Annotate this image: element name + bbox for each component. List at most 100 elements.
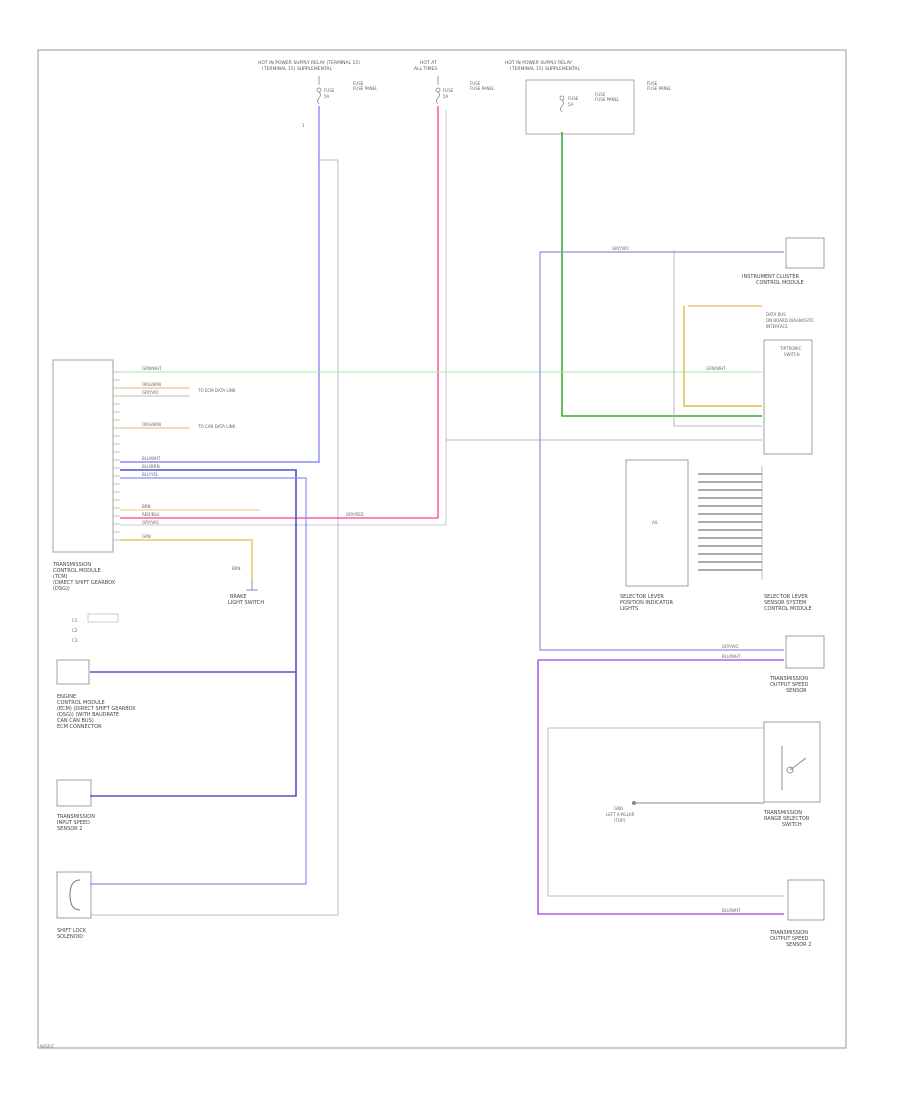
svg-text:INTERFACE: INTERFACE bbox=[766, 324, 788, 329]
svg-text:CONTROL MODULE: CONTROL MODULE bbox=[53, 568, 101, 574]
svg-text:BLU/YEL: BLU/YEL bbox=[142, 472, 159, 477]
svg-text:FUSE: FUSE bbox=[470, 81, 481, 86]
wire-yellow-2 bbox=[683, 306, 762, 407]
svg-text:FUSE PANEL: FUSE PANEL bbox=[353, 86, 378, 91]
svg-text:CONTROL MODULE: CONTROL MODULE bbox=[764, 606, 812, 612]
fuse-middle: HOT AT ALL TIMES FUSE 5A FUSE FUSE PANEL bbox=[414, 60, 495, 105]
svg-text:TRANSMISSION: TRANSMISSION bbox=[769, 930, 808, 936]
ground-left-a-pillar: GND LEFT A-PILLAR (TOP) bbox=[606, 801, 636, 823]
svg-text:CONTROL MODULE: CONTROL MODULE bbox=[57, 700, 105, 706]
svg-text:GRY/VIO: GRY/VIO bbox=[142, 520, 158, 525]
svg-text:FUSE PANEL: FUSE PANEL bbox=[647, 86, 672, 91]
svg-text:HOT IN POWER SUPPLY RELAY: HOT IN POWER SUPPLY RELAY bbox=[505, 60, 572, 66]
range-selector-label: TRANSMISSION RANGE SELECTOR SWITCH bbox=[763, 810, 810, 828]
svg-text:POSITION INDICATOR: POSITION INDICATOR bbox=[620, 600, 673, 606]
svg-text:(ECM) (DIRECT SHIFT GEARBOX: (ECM) (DIRECT SHIFT GEARBOX bbox=[57, 706, 136, 712]
svg-text:TRANSMISSION: TRANSMISSION bbox=[769, 676, 808, 682]
svg-text:BLU/WHT: BLU/WHT bbox=[722, 654, 741, 659]
svg-text:GND: GND bbox=[614, 806, 623, 811]
svg-text:5A: 5A bbox=[443, 94, 449, 99]
svg-text:GRY/VIO: GRY/VIO bbox=[612, 246, 628, 251]
svg-text:FUSE: FUSE bbox=[353, 81, 364, 86]
svg-text:(DSG)) (WITH BAUDRATE: (DSG)) (WITH BAUDRATE bbox=[57, 712, 119, 718]
svg-text:LEFT A-PILLAR: LEFT A-PILLAR bbox=[606, 812, 635, 817]
svg-text:TIPTRONIC: TIPTRONIC bbox=[779, 346, 802, 351]
brake-switch-label: DATA BUS ON BOARD DIAGNOSTIC INTERFACE bbox=[766, 312, 814, 329]
svg-text:INPUT SPEED: INPUT SPEED bbox=[57, 820, 90, 826]
wire-blue-4 bbox=[90, 477, 307, 885]
svg-text:A/L: A/L bbox=[652, 520, 659, 525]
svg-text:(TERMINAL 15) SUPPLEMENTAL: (TERMINAL 15) SUPPLEMENTAL bbox=[262, 66, 332, 72]
wire-purple-2 bbox=[90, 469, 297, 797]
selector-harness bbox=[698, 473, 762, 571]
svg-text:BRN: BRN bbox=[232, 566, 241, 571]
ecm-box bbox=[56, 659, 90, 685]
output-speed-sensor-box bbox=[785, 635, 825, 669]
svg-text:LIGHT SWITCH: LIGHT SWITCH bbox=[228, 600, 264, 606]
svg-text:SWITCH: SWITCH bbox=[784, 352, 800, 357]
shift-lock-solenoid-label: SHIFT LOCK SOLENOID bbox=[57, 928, 87, 940]
wire-gray-range bbox=[547, 727, 784, 897]
selector-lever-indicator-box bbox=[625, 459, 689, 587]
wire-gray-5 bbox=[673, 250, 762, 427]
tcm-label: TRANSMISSION CONTROL MODULE (TCM) (DIREC… bbox=[52, 562, 116, 592]
svg-text:CAN CAN BUS): CAN CAN BUS) bbox=[57, 718, 94, 724]
output-speed-sensor-2-box bbox=[787, 879, 825, 921]
svg-text:TO ECM DATA LINK: TO ECM DATA LINK bbox=[197, 388, 236, 393]
page-id: W/SF/C bbox=[40, 1044, 54, 1049]
shift-lock-solenoid-box bbox=[56, 871, 92, 919]
svg-text:SENSOR 2: SENSOR 2 bbox=[786, 942, 811, 948]
range-selector-box bbox=[763, 721, 821, 803]
fuse-left: HOT IN POWER SUPPLY RELAY (TERMINAL 15) … bbox=[258, 60, 378, 128]
svg-text:FUSE PANEL: FUSE PANEL bbox=[470, 86, 495, 91]
wire-tags: GRN/WHT ORG/BRN GRY/VIO ORG/BRN BLU/WHT … bbox=[142, 246, 741, 913]
svg-text:GRN/WHT: GRN/WHT bbox=[142, 366, 162, 371]
diagram-frame bbox=[37, 49, 847, 1049]
svg-text:LIGHTS: LIGHTS bbox=[620, 606, 638, 612]
svg-text:BLU/WHT: BLU/WHT bbox=[142, 456, 161, 461]
svg-text:FUSE: FUSE bbox=[443, 88, 454, 93]
svg-text:TRANSMISSION: TRANSMISSION bbox=[56, 814, 95, 820]
input-speed-sensor-label: TRANSMISSION INPUT SPEED SENSOR 2 bbox=[56, 814, 95, 832]
svg-text:TRANSMISSION: TRANSMISSION bbox=[763, 810, 802, 816]
wire-yellow bbox=[120, 539, 253, 580]
svg-text:C3: C3 bbox=[72, 638, 78, 643]
svg-text:BRAKE: BRAKE bbox=[230, 594, 247, 600]
solenoid-coil-icon bbox=[69, 879, 81, 911]
svg-text:OUTPUT SPEED: OUTPUT SPEED bbox=[770, 936, 808, 942]
svg-text:GRY/VIO: GRY/VIO bbox=[722, 644, 738, 649]
svg-text:SENSOR SYSTEM: SENSOR SYSTEM bbox=[764, 600, 806, 606]
svg-text:SENSOR: SENSOR bbox=[786, 688, 807, 694]
wire-blue-cluster bbox=[539, 251, 784, 651]
svg-text:C2: C2 bbox=[72, 628, 78, 633]
input-speed-sensor-box bbox=[56, 779, 92, 807]
output-speed-sensor-label: TRANSMISSION OUTPUT SPEED SENSOR bbox=[769, 676, 808, 694]
svg-text:RANGE SELECTOR: RANGE SELECTOR bbox=[764, 816, 810, 822]
tcm-pins bbox=[113, 371, 120, 541]
wire-green bbox=[561, 132, 762, 417]
svg-text:OUTPUT SPEED: OUTPUT SPEED bbox=[770, 682, 808, 688]
svg-text:RED/BLU: RED/BLU bbox=[142, 512, 160, 517]
svg-text:FUSE: FUSE bbox=[324, 88, 335, 93]
tcm-box bbox=[52, 359, 114, 553]
svg-text:BLU/BRN: BLU/BRN bbox=[142, 464, 160, 469]
wire-blue-secondary bbox=[90, 159, 339, 916]
svg-text:GRY/VIO: GRY/VIO bbox=[142, 390, 158, 395]
svg-text:ALL TIMES: ALL TIMES bbox=[414, 66, 437, 72]
svg-text:BRN: BRN bbox=[142, 504, 151, 509]
svg-text:FUSE PANEL: FUSE PANEL bbox=[595, 97, 620, 102]
svg-text:ORG/BRN: ORG/BRN bbox=[142, 382, 161, 387]
svg-text:ECM CONNECTOR: ECM CONNECTOR bbox=[57, 724, 102, 730]
selector-lever-sensor-label: SELECTOR LEVER SENSOR SYSTEM CONTROL MOD… bbox=[764, 594, 812, 612]
svg-text:GRY/RED: GRY/RED bbox=[346, 512, 364, 517]
svg-text:SHIFT LOCK: SHIFT LOCK bbox=[57, 928, 87, 934]
wire-blue-fuse-left bbox=[120, 106, 320, 463]
svg-text:HOT AT: HOT AT bbox=[420, 60, 437, 66]
svg-text:(TERMINAL 15) SUPPLEMENTAL: (TERMINAL 15) SUPPLEMENTAL bbox=[510, 66, 580, 72]
svg-text:1: 1 bbox=[302, 123, 305, 128]
fuse-right: HOT IN POWER SUPPLY RELAY (TERMINAL 15) … bbox=[505, 60, 672, 135]
svg-text:GRN: GRN bbox=[142, 534, 151, 539]
svg-text:5A: 5A bbox=[568, 102, 574, 107]
svg-text:(TCM): (TCM) bbox=[53, 574, 68, 580]
